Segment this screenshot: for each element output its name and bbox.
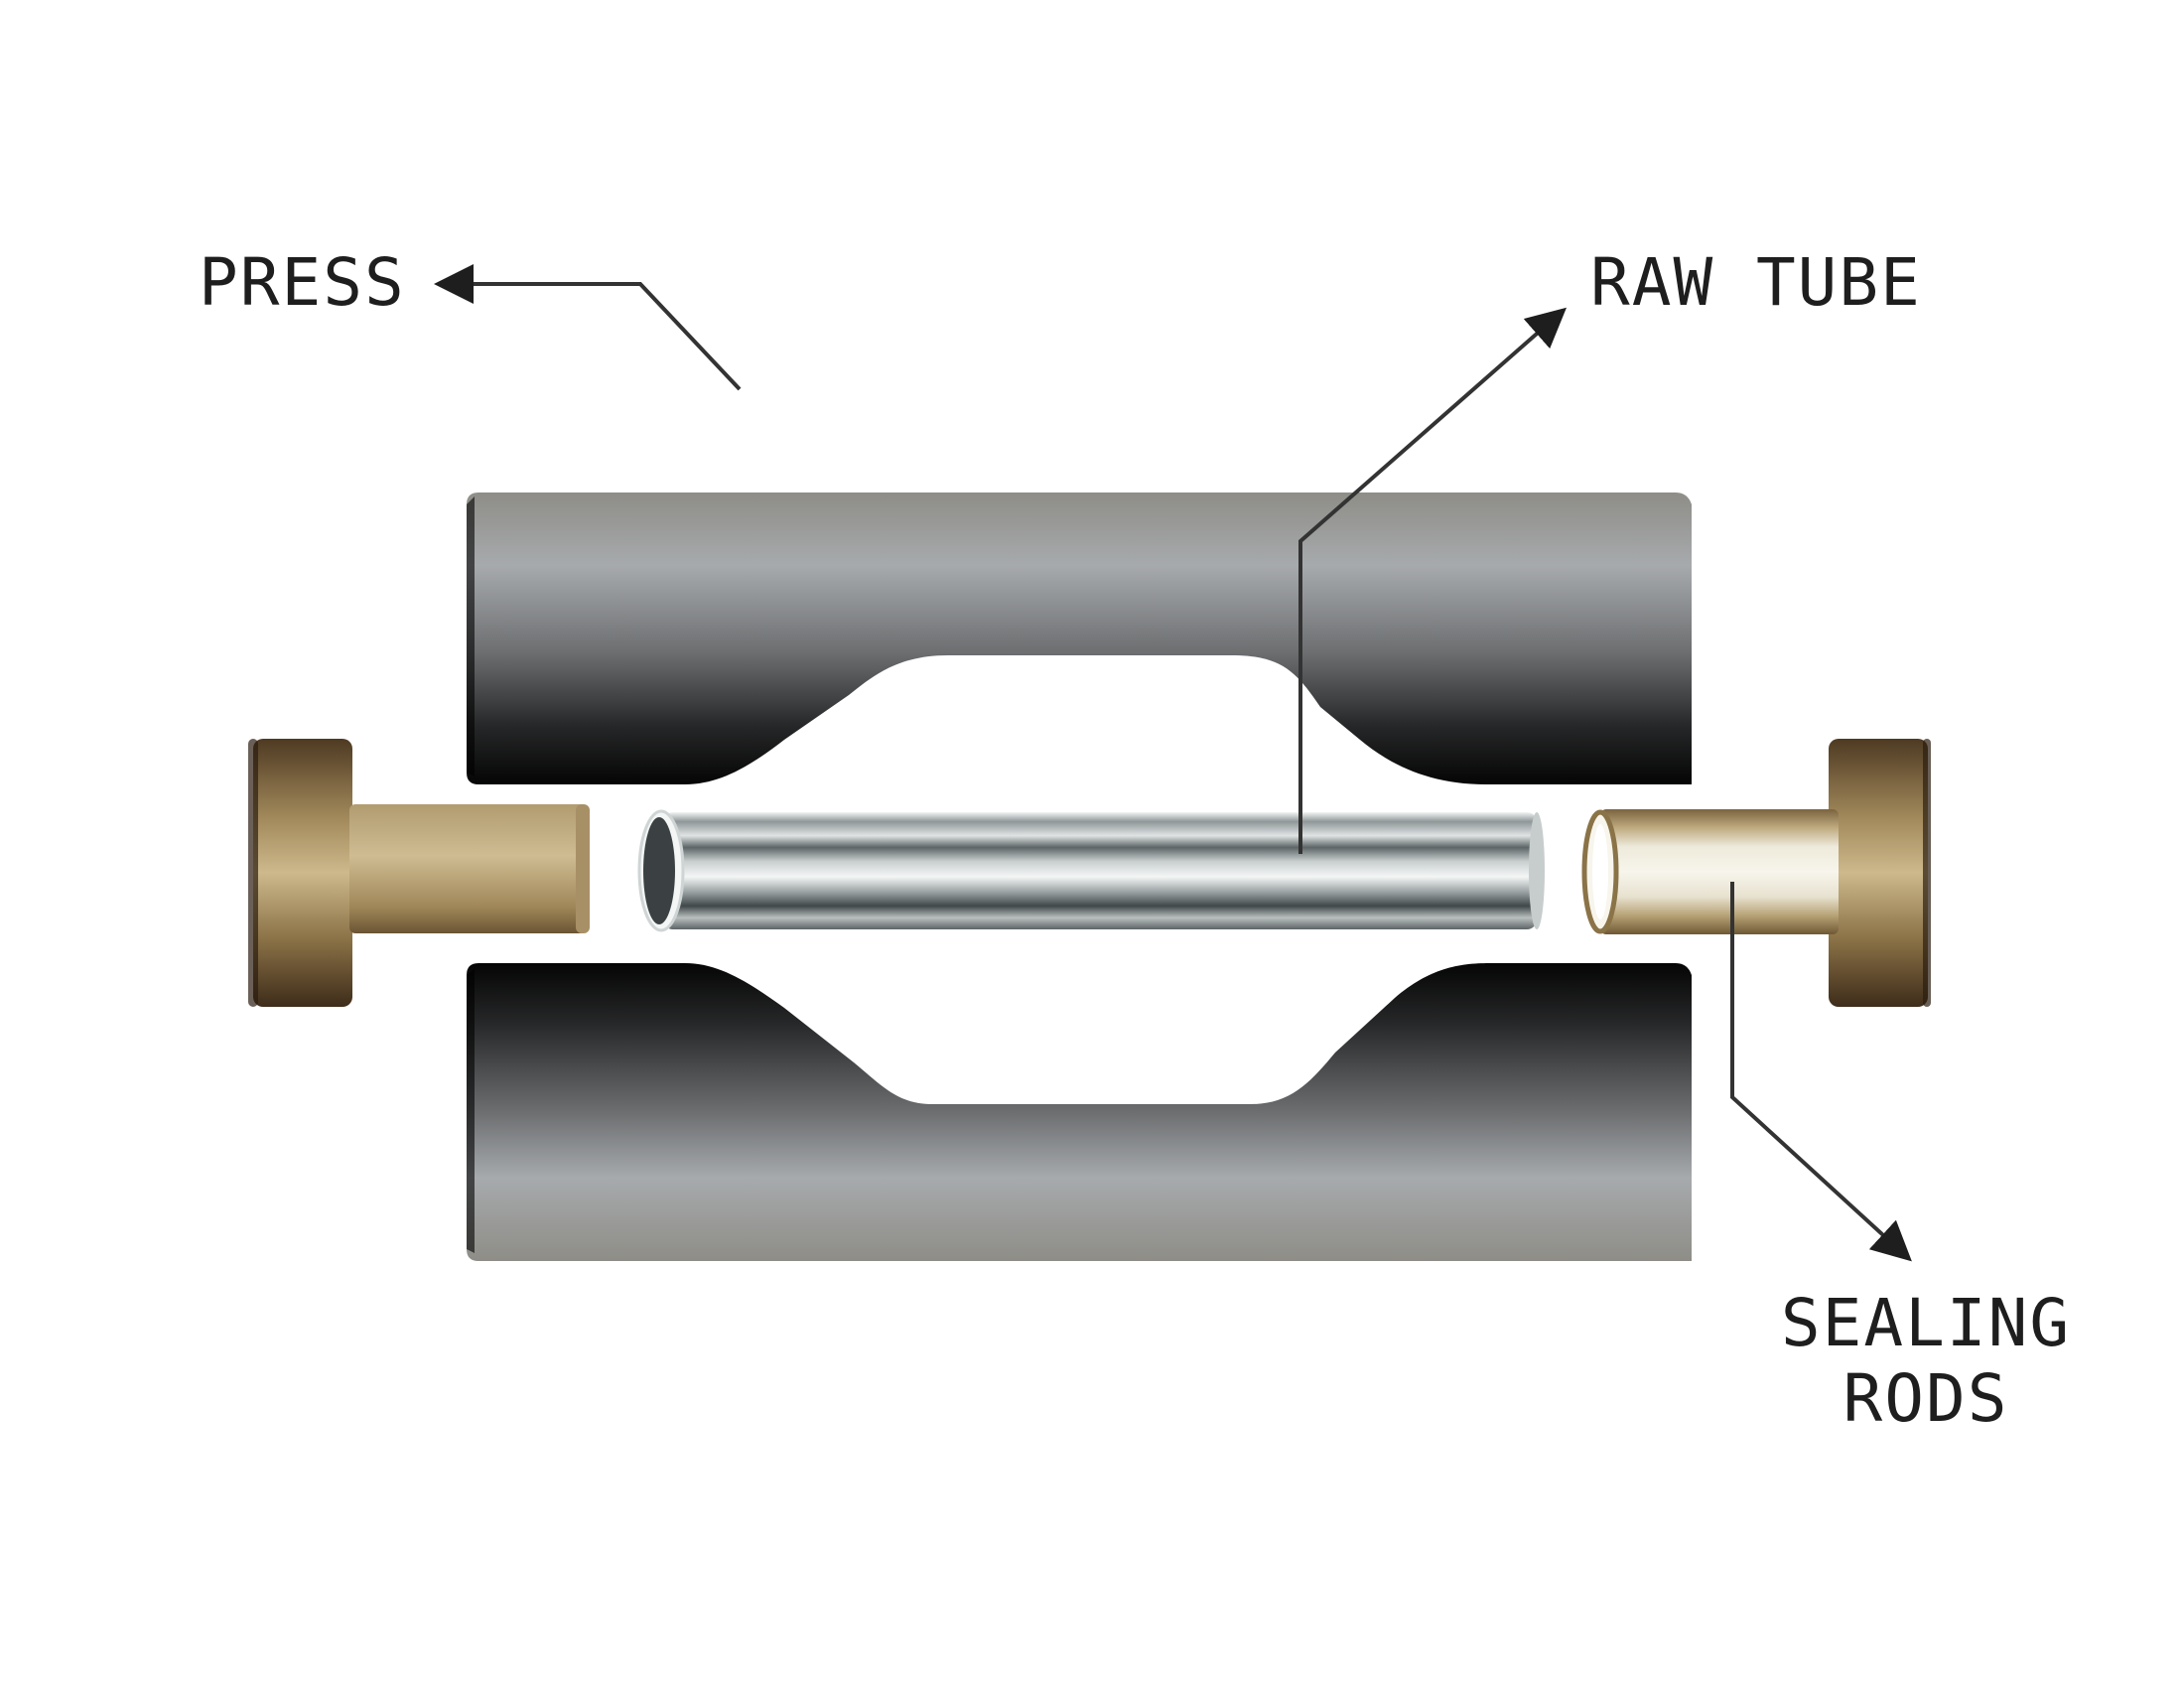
press-leader-line — [434, 264, 742, 391]
sealing-rods-leader-line — [1730, 882, 1912, 1262]
upper-die — [467, 492, 1692, 784]
label-press: PRESS — [199, 244, 406, 321]
label-sealing-rods: SEALING RODS — [1767, 1286, 2085, 1437]
label-sealing-rods-line2: RODS — [1843, 1360, 2009, 1437]
label-raw-tube: RAW TUBE — [1590, 244, 1922, 321]
raw-tube-leader-line — [1298, 307, 1568, 854]
upper-die-edge — [467, 496, 475, 776]
raw-tube — [637, 809, 1545, 932]
left-sealing-rod — [248, 739, 590, 1007]
label-sealing-rods-line1: SEALING — [1780, 1285, 2072, 1361]
lower-die-edge — [467, 969, 475, 1253]
lower-die — [467, 963, 1692, 1261]
right-sealing-rod — [1581, 739, 1931, 1007]
